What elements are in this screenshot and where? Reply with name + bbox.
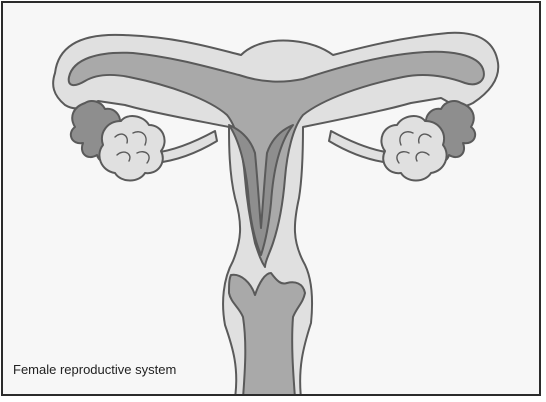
left-ovary [99, 116, 164, 180]
figure-frame: Female reproductive system [1, 1, 541, 396]
reproductive-system-diagram [3, 3, 541, 396]
figure-caption: Female reproductive system [11, 361, 178, 379]
right-ovary [381, 116, 446, 180]
